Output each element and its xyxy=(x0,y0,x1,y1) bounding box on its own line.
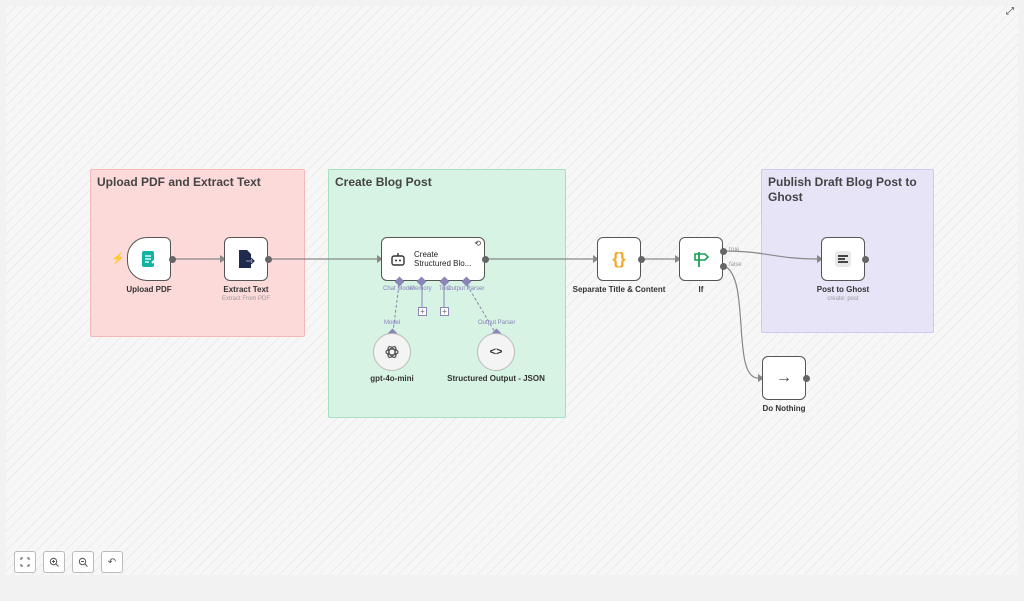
zoom-out-icon xyxy=(78,557,88,567)
add-memory-button[interactable]: + xyxy=(418,307,427,316)
node-label: gpt-4o-mini xyxy=(370,374,414,383)
robot-icon xyxy=(391,253,405,266)
zoom-out-button[interactable] xyxy=(72,551,94,573)
output-port-true[interactable] xyxy=(720,248,727,255)
port-label-chat-model: Chat Model xyxy=(383,286,414,292)
node-separate-title-content[interactable]: {} xyxy=(597,237,641,281)
node-subtitle: Extract From PDF xyxy=(221,296,270,302)
output-port[interactable] xyxy=(803,375,810,382)
braces-icon: {} xyxy=(612,249,626,268)
sticky-upload-extract[interactable]: Upload PDF and Extract Text xyxy=(90,169,305,337)
arrow-head xyxy=(593,255,599,263)
node-inline-label: Create Structured Blo... xyxy=(414,250,472,268)
openai-icon xyxy=(385,345,399,359)
node-create-blog-post[interactable]: Create Structured Blo... ⟲ xyxy=(381,237,485,281)
node-post-to-ghost[interactable] xyxy=(821,237,865,281)
arrow-head xyxy=(758,374,764,382)
node-label: Post to Ghost xyxy=(816,285,870,294)
node-label: If xyxy=(698,285,704,294)
node-subtitle: create: post xyxy=(827,296,859,302)
connector-label: Output Parser xyxy=(478,320,516,326)
output-label-true: true xyxy=(729,247,740,253)
node-gpt-4o-mini[interactable] xyxy=(373,333,411,371)
expand-icon[interactable]: ⤢ xyxy=(1006,6,1014,17)
output-port[interactable] xyxy=(638,256,645,263)
zoom-in-icon xyxy=(49,557,59,567)
node-label: Structured Output - JSON xyxy=(447,374,545,383)
output-port[interactable] xyxy=(169,256,176,263)
code-icon: <> xyxy=(489,346,503,358)
arrow-head xyxy=(817,255,823,263)
reset-zoom-button[interactable]: ↶ xyxy=(101,551,123,573)
sticky-title: Upload PDF and Extract Text xyxy=(97,175,261,189)
file-export-icon xyxy=(239,250,256,268)
node-label: Upload PDF xyxy=(126,285,172,294)
node-structured-output-json[interactable]: <> xyxy=(477,333,515,371)
connections-layer xyxy=(172,250,823,382)
node-label: Extract Text xyxy=(223,285,269,294)
port-label-tool: Tool xyxy=(439,286,451,292)
node-if[interactable] xyxy=(679,237,723,281)
output-label-false: false xyxy=(729,262,742,268)
port-label-output-parser: Output Parser xyxy=(447,286,485,292)
signpost-icon xyxy=(694,252,710,267)
arrow-right-icon: → xyxy=(776,369,792,386)
form-icon xyxy=(142,251,158,267)
workflow-canvas[interactable]: Upload PDF and Extract Text Create Blog … xyxy=(6,6,1018,575)
node-extract-text[interactable] xyxy=(224,237,268,281)
connection-if-true-ghost xyxy=(723,250,818,260)
undo-icon: ↶ xyxy=(107,556,117,568)
output-port[interactable] xyxy=(482,256,489,263)
output-port[interactable] xyxy=(265,256,272,263)
sticky-title: Create Blog Post xyxy=(335,175,432,189)
connection-if-false-donothing xyxy=(723,265,759,379)
sticky-create-blog[interactable]: Create Blog Post xyxy=(328,169,566,418)
connector-label: Model xyxy=(384,320,401,326)
node-upload-pdf[interactable] xyxy=(127,237,171,281)
output-port-false[interactable] xyxy=(720,263,727,270)
sticky-title: Publish Draft Blog Post to Ghost xyxy=(768,175,917,204)
arrow-head xyxy=(220,255,226,263)
fit-view-button[interactable] xyxy=(14,551,36,573)
fit-view-icon xyxy=(20,557,30,567)
ai-connection-parser xyxy=(466,284,496,333)
output-port[interactable] xyxy=(862,256,869,263)
trigger-bolt-icon: ⚡ xyxy=(111,253,125,265)
arrow-head xyxy=(675,255,681,263)
port-label-memory: Memory xyxy=(410,286,432,292)
node-label: Do Nothing xyxy=(762,404,806,413)
refresh-icon: ⟲ xyxy=(474,239,481,248)
ghost-icon xyxy=(835,251,851,267)
zoom-in-button[interactable] xyxy=(43,551,65,573)
ai-connection-model xyxy=(392,284,400,333)
node-label: Separate Title & Content xyxy=(572,285,666,294)
node-do-nothing[interactable]: → xyxy=(762,356,806,400)
add-tool-button[interactable]: + xyxy=(440,307,449,316)
arrow-head xyxy=(377,255,383,263)
